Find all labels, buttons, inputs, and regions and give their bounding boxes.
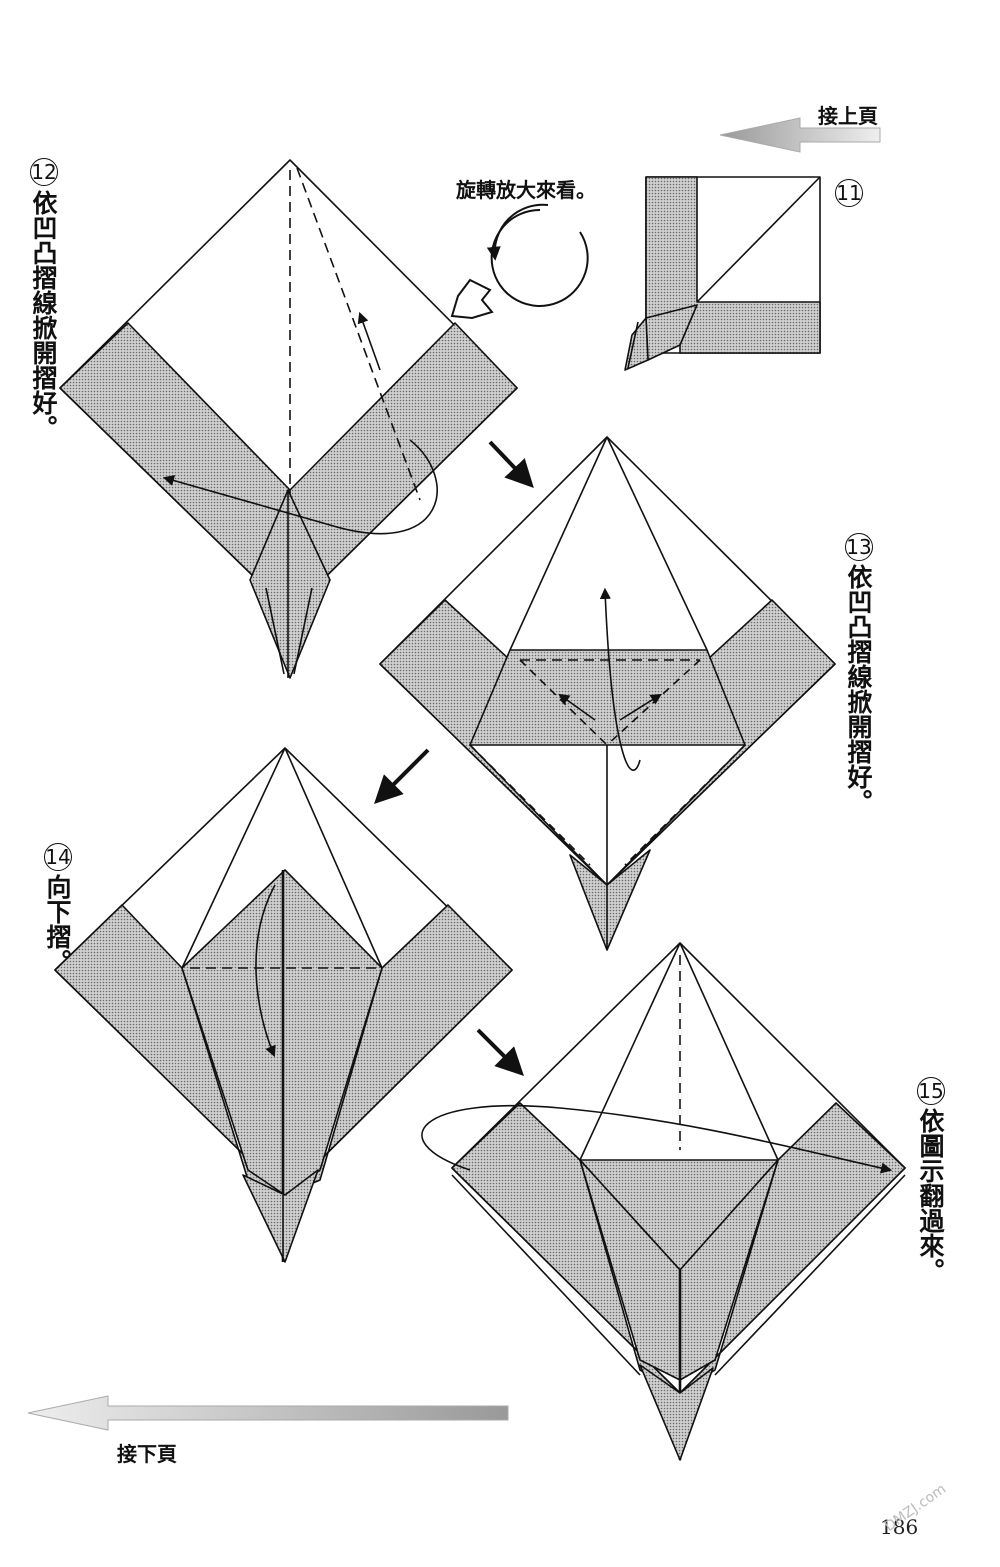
- step-12-figure: [59, 159, 518, 679]
- step-12-text: 依凹凸摺線掀開摺好。: [29, 190, 58, 440]
- step-14-number: 14: [44, 843, 72, 871]
- next-page-arrow: [27, 1395, 509, 1431]
- prev-page-label: 接上頁: [818, 104, 878, 128]
- rotate-arrow-icon: [450, 203, 589, 320]
- flow-arrow-2: [374, 748, 430, 804]
- step-13-text: 依凹凸摺線掀開摺好。: [844, 564, 873, 814]
- step-11-number: 11: [835, 179, 863, 207]
- prev-page-arrow: [719, 117, 881, 153]
- flow-arrow-3: [476, 1028, 524, 1076]
- step-14-figure: [54, 747, 513, 1263]
- next-page-label: 接下頁: [117, 1442, 177, 1466]
- step-15-figure: [421, 942, 906, 1461]
- rotate-note: 旋轉放大來看。: [456, 178, 596, 202]
- step-14-text: 向下摺。: [43, 874, 72, 974]
- flow-arrow-1: [488, 440, 534, 489]
- step-13-number: 13: [845, 533, 873, 561]
- step-15-number: 15: [917, 1077, 945, 1105]
- step-12-number: 12: [30, 158, 58, 186]
- step-11-figure: [624, 176, 821, 371]
- step-15-text: 依圖示翻過來。: [916, 1108, 945, 1283]
- step-13-figure: [379, 436, 836, 951]
- page-number: 186: [880, 1515, 919, 1539]
